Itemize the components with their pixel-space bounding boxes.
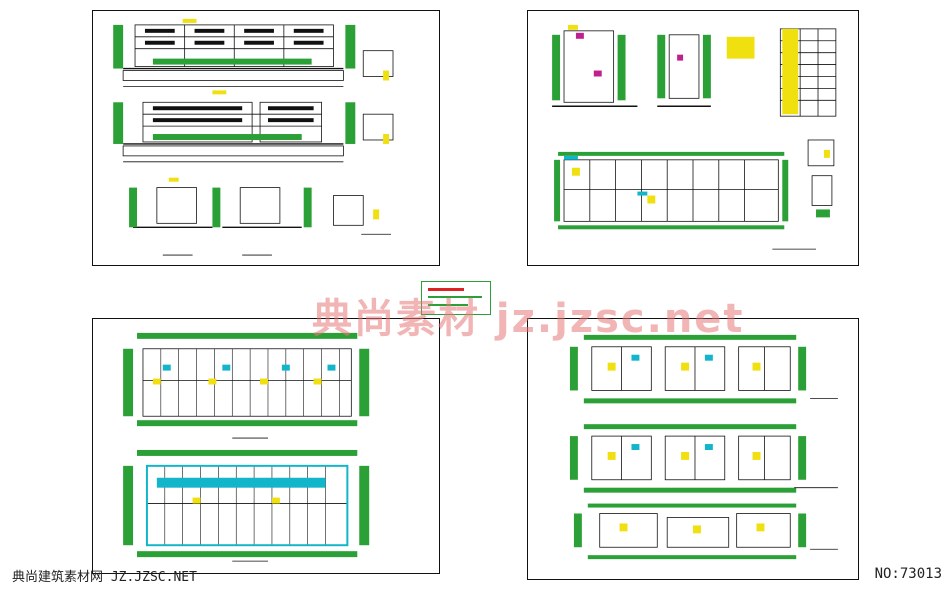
- legend-green-bar-short: [428, 304, 468, 306]
- drawing-sheet-plan-table: [527, 10, 859, 266]
- drawing-sheet-floor-plans: [92, 318, 440, 574]
- floor-plans-drawing: [123, 332, 370, 562]
- legend-green-bar: [428, 296, 482, 298]
- legend-red-bar: [428, 288, 464, 291]
- footer-id-label: NO:73013: [874, 566, 942, 582]
- drawing-sheet-elevations: [92, 10, 440, 266]
- watermark-text: 典尚素材 jz.jzsc.net: [312, 296, 745, 342]
- title-block-legend: [421, 281, 491, 315]
- plan-table-drawing: [552, 24, 837, 250]
- drawing-sheet-unit-plans: [527, 318, 859, 580]
- unit-plans-drawing: [569, 334, 838, 560]
- footer-site-label: 典尚建筑素材网 JZ.JZSC.NET: [12, 570, 197, 585]
- elevations-drawing: [113, 18, 394, 256]
